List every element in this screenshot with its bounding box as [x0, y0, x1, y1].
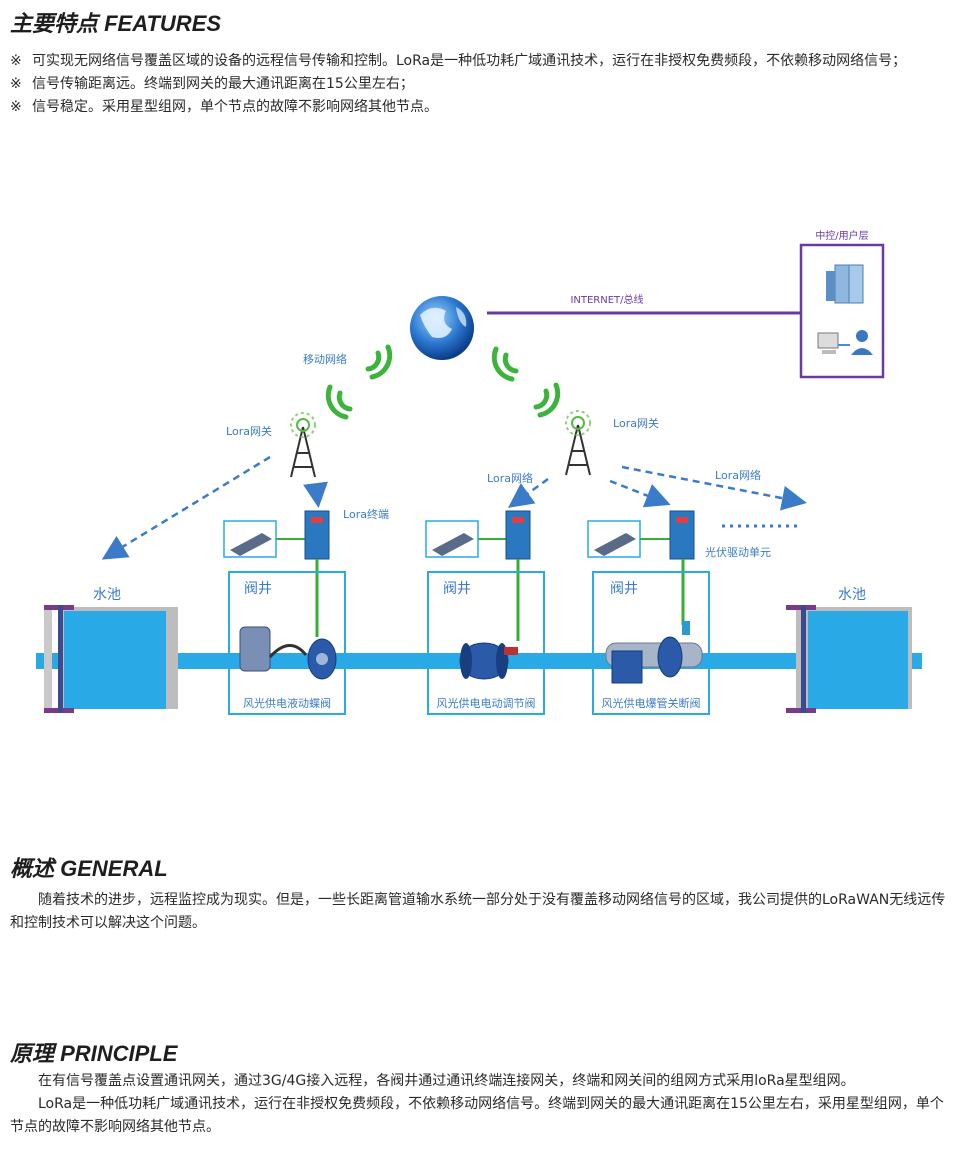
well-1-label: 阀井 [244, 581, 272, 597]
general-paragraph: 随着技术的进步，远程监控成为现实。但是，一些长距离管道输水系统一部分处于没有覆盖… [10, 892, 946, 931]
feature-text: 信号稳定。采用星型组网，单个节点的故障不影响网络其他节点。 [32, 99, 438, 115]
pool-left-label: 水池 [93, 587, 121, 603]
principle-paragraph-1: 在有信号覆盖点设置通讯网关，通过3G/4G接入远程，各阀井通过通讯终端连接网关，… [38, 1073, 855, 1089]
gateway-tower-icon [290, 412, 316, 478]
pv-unit-label: 光伏驱动单元 [705, 545, 771, 559]
valve-well-2 [427, 571, 545, 715]
water-pool-left [44, 605, 178, 713]
terminal-cabinet-icon [478, 510, 531, 641]
mobile-network-label: 移动网络 [303, 352, 347, 366]
user-layer-label: 中控/用户层 [815, 229, 868, 242]
lora-network-label-1: Lora网络 [487, 471, 533, 485]
well-2-label: 阀井 [443, 581, 471, 597]
solar-panel-icon [425, 520, 479, 558]
terminal-cabinet-icon [276, 510, 330, 637]
list-item: ※ 信号传输距离远。终端到网关的最大通讯距离在15公里左右； [10, 73, 950, 96]
features-list: ※ 可实现无网络信号覆盖区域的设备的远程信号传输和控制。LoRa是一种低功耗广域… [10, 50, 950, 119]
valve-well-1 [228, 571, 346, 715]
valve-well-3 [592, 571, 710, 715]
general-text: 随着技术的进步，远程监控成为现实。但是，一些长距离管道输水系统一部分处于没有覆盖… [10, 889, 950, 935]
solar-panel-icon [223, 520, 277, 558]
list-item: ※ 信号稳定。采用星型组网，单个节点的故障不影响网络其他节点。 [10, 96, 950, 119]
lora-network-diagram: 中控/用户层 INTERNET/总线 移动网络 [36, 229, 922, 715]
bullet-mark: ※ [10, 99, 22, 115]
principle-text: 在有信号覆盖点设置通讯网关，通过3G/4G接入远程，各阀井通过通讯终端连接网关，… [10, 1070, 950, 1139]
terminal-label: Lora终端 [343, 507, 389, 521]
principle-paragraph-2: LoRa是一种低功耗广域通讯技术，运行在非授权免费频段，不依赖移动网络信号。终端… [10, 1096, 944, 1135]
valve-3-label: 风光供电爆管关断阀 [602, 696, 701, 710]
user-layer-box: 中控/用户层 [799, 229, 885, 379]
user-computer-icon [817, 330, 873, 355]
pool-right-label: 水池 [838, 587, 866, 603]
list-item: ※ 可实现无网络信号覆盖区域的设备的远程信号传输和控制。LoRa是一种低功耗广域… [10, 50, 950, 73]
water-pool-right [786, 605, 912, 713]
valve-1-label: 风光供电液动蝶阀 [243, 696, 331, 710]
general-heading: 概述 GENERAL [10, 856, 168, 881]
gateway-right-label: Lora网关 [613, 416, 659, 430]
terminal-cabinet-icon [640, 510, 695, 625]
principle-heading: 原理 PRINCIPLE [10, 1041, 178, 1066]
wireless-signal-icon [325, 344, 561, 420]
globe-icon [410, 296, 474, 360]
gateway-left-label: Lora网关 [226, 424, 272, 438]
internet-label: INTERNET/总线 [570, 293, 643, 306]
features-heading: 主要特点 FEATURES [10, 11, 222, 36]
bullet-mark: ※ [10, 76, 22, 92]
solar-panel-icon [587, 520, 641, 558]
feature-text: 可实现无网络信号覆盖区域的设备的远程信号传输和控制。LoRa是一种低功耗广域通讯… [32, 53, 907, 69]
lora-network-label-2: Lora网络 [715, 468, 761, 482]
well-3-label: 阀井 [610, 581, 638, 597]
server-icon [826, 264, 864, 304]
feature-text: 信号传输距离远。终端到网关的最大通讯距离在15公里左右； [32, 76, 414, 92]
valve-2-label: 风光供电电动调节阀 [437, 696, 536, 710]
gateway-tower-icon [565, 410, 591, 476]
bullet-mark: ※ [10, 53, 22, 69]
